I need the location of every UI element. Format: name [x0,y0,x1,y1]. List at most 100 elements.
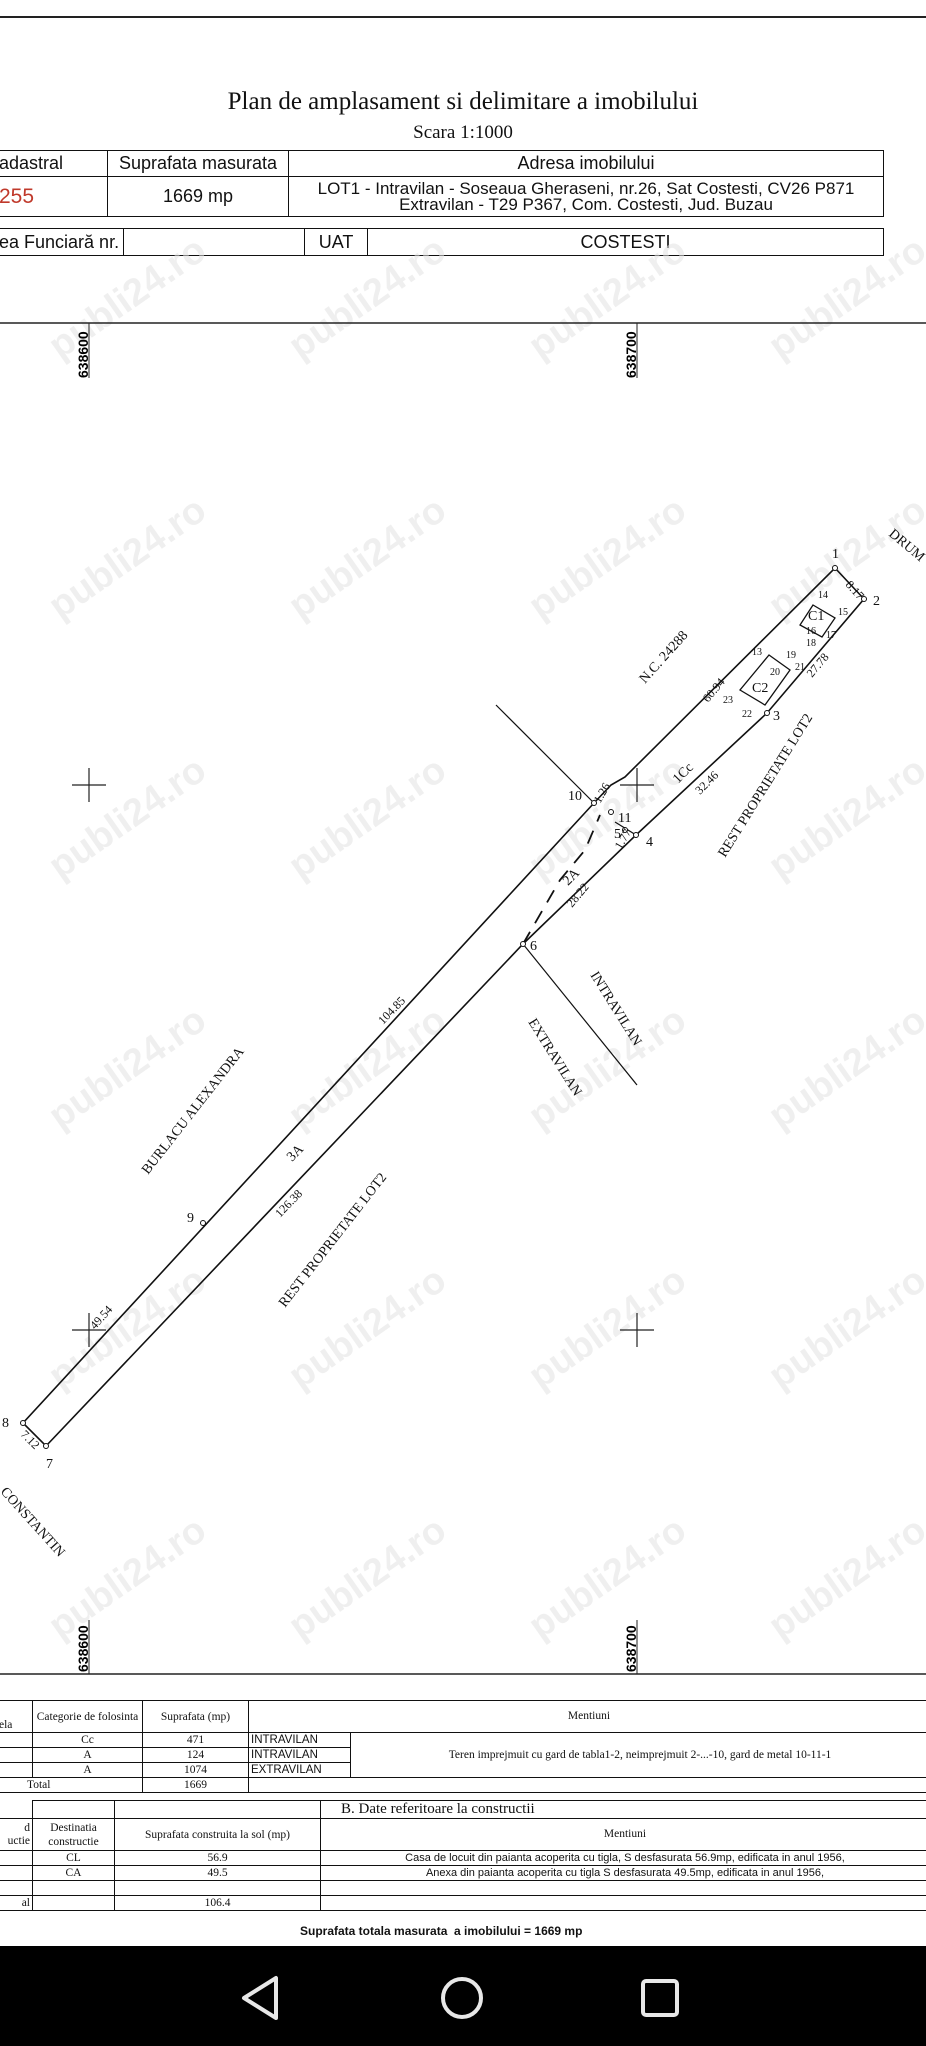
watermark: publi24.ro [521,749,694,888]
watermark: publi24.ro [521,1509,694,1648]
watermark: publi24.ro [281,1509,454,1648]
carte-funciara-table: ea Funciară nr. UAT COSTESTI [0,228,884,256]
table-b-head-suprafata: Suprafata construita la sol (mp) [114,1818,321,1851]
point-label-small: 23 [723,695,733,706]
document-title: Plan de amplasament si delimitare a imob… [227,88,699,115]
table-a-head-categorie: Categorie de folosinta [32,1700,143,1733]
parcel-label: 3A [284,1141,307,1164]
point-label: 4 [646,835,653,850]
watermark: publi24.ro [281,999,454,1138]
point-label-small: 16 [806,626,816,637]
table-row: Cc 471 INTRAVILAN Teren imprejmuit cu ga… [0,1732,926,1778]
table-row: CL 56.9 Casa de locuit din paianta acope… [0,1850,926,1866]
watermark: publi24.ro [521,999,694,1138]
grid-cross [72,1313,106,1347]
header-col-cadastral: adastral [0,150,108,177]
uat-value: COSTESTI [367,228,884,256]
table-a-head-left: ela [0,1700,33,1733]
recents-square-icon[interactable] [630,1968,690,2028]
watermark: publi24.ro [761,1509,926,1648]
point-label: 11 [618,811,631,826]
dimension-label: 27.78 [804,650,832,680]
table-a-total-value: 1669 [142,1777,249,1793]
point-label: 6 [530,939,537,954]
building-c2 [739,654,791,706]
point-label: 10 [568,789,582,804]
grid-label-right-bottom: 638700 [623,1625,639,1672]
zone-dashed-line [522,814,601,945]
grid-label-right-top: 638700 [623,331,639,378]
watermark-layer: publi24.ro publi24.ro publi24.ro publi24… [41,229,926,1648]
table-a-head-suprafata: Suprafata (mp) [142,1700,249,1733]
table-b-section-title: B. Date referitoare la constructii [320,1800,926,1819]
watermark: publi24.ro [41,1259,214,1398]
adresa-value: LOT1 - Intravilan - Soseaua Gheraseni, n… [288,176,884,217]
cadastral-plan: publi24.ro publi24.ro publi24.ro publi24… [0,229,926,1675]
point-label-small: 14 [818,590,828,601]
table-b-total-row: al 106.4 [0,1895,926,1911]
point-label-small: 17 [826,630,836,641]
building-label: C1 [808,609,824,624]
table-row: CA 49.5 Anexa din paianta acoperita cu t… [0,1865,926,1881]
point-label-small: 20 [770,667,780,678]
point-label-small: 19 [786,650,796,661]
point-markers [20,565,867,1449]
top-frame-line [0,16,926,18]
home-circle-icon[interactable] [432,1968,492,2028]
zone-line-6 [522,943,638,1086]
carte-funciara-label: ea Funciară nr. [0,228,125,256]
watermark: publi24.ro [41,749,214,888]
point-label-small: 21 [795,662,805,673]
grid-label-left-top: 638600 [75,331,91,378]
uat-label: UAT [304,228,369,256]
watermark: publi24.ro [761,999,926,1138]
watermark: publi24.ro [281,489,454,628]
watermark: publi24.ro [761,1259,926,1398]
point-label: 8 [2,1416,9,1431]
table-row: A 1074 EXTRAVILAN [0,1762,926,1778]
point-label: 2 [873,594,880,609]
point-label: 9 [187,1211,194,1226]
table-b-total-value: 106.4 [114,1895,321,1911]
table-row [0,1880,926,1896]
table-b-head-mentiuni: Mentiuni [320,1818,926,1851]
grid-cross [620,768,654,802]
point-label-small: 15 [838,607,848,618]
point-label: 3 [773,709,780,724]
grid-cross [620,1313,654,1347]
carte-funciara-value [123,228,306,256]
neighbor-label-constantin: CONSTANTIN [0,1485,67,1561]
document-scale: Scara 1:1000 [413,122,513,143]
point-label: 1 [832,547,839,562]
grid-label-left-bottom: 638600 [75,1625,91,1672]
table-b-total-label: al [0,1895,33,1911]
watermark: publi24.ro [761,749,926,888]
building-c1 [799,604,836,638]
adresa-line-1: LOT1 - Intravilan - Soseaua Gheraseni, n… [317,178,855,198]
table-b-constructii: B. Date referitoare la constructii d uct… [0,1800,926,1911]
point-label: 7 [46,1457,53,1472]
watermark: publi24.ro [41,229,214,368]
watermark: publi24.ro [761,229,926,368]
neighbor-line-10 [495,704,595,804]
watermark: publi24.ro [281,749,454,888]
watermark: publi24.ro [41,1509,214,1648]
dimension-label: 32.46 [692,768,721,797]
grid-cross [72,768,106,802]
building-label: C2 [752,681,768,696]
table-a-land: ela Categorie de folosinta Suprafata (mp… [0,1700,926,1793]
point-label-small: 18 [806,638,816,649]
table-a-head-mentiuni: Mentiuni [248,1700,926,1733]
table-row: A 124 INTRAVILAN [0,1747,926,1763]
point-label: 5 [614,827,621,842]
table-a-total-label: Total [0,1777,143,1793]
neighbor-label-nc: N.C. 24288 [637,628,692,686]
point-label-small: 22 [742,709,752,720]
watermark: publi24.ro [521,489,694,628]
watermark: publi24.ro [521,229,694,368]
point-label-small: 13 [752,647,762,658]
table-b-head-destinatia: Destinatia constructie [32,1818,115,1851]
back-triangle-icon[interactable] [232,1968,292,2028]
total-surface-footer: Suprafata totala masurata a imobilului =… [300,1924,583,1938]
